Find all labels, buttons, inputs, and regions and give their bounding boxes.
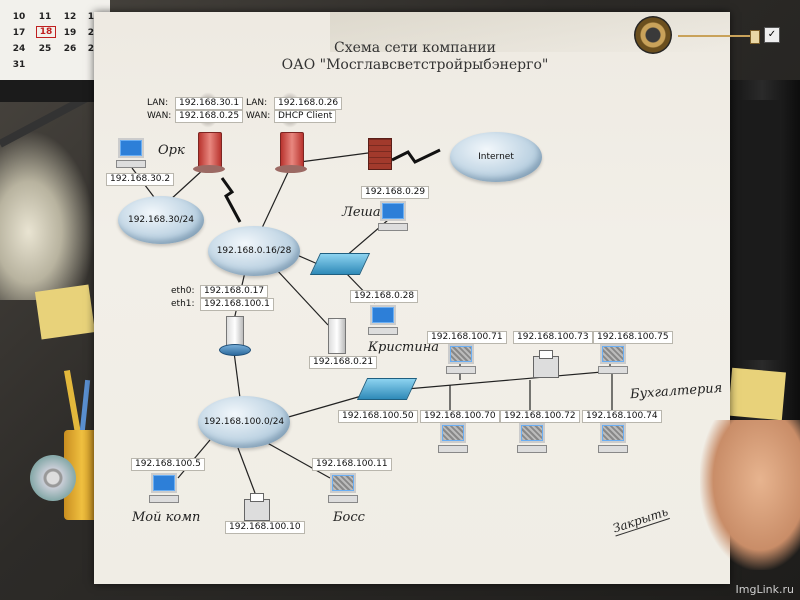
calendar-day[interactable]: 25 xyxy=(38,44,52,54)
diagram-subtitle: ОАО "Мосглавсветстройрыбэнерго" xyxy=(281,57,549,73)
host-ip-server: 192.168.0.21 xyxy=(309,356,378,369)
link-gateway-net100 xyxy=(233,351,241,399)
hand-decor xyxy=(700,420,800,570)
host-name-boss: Босс xyxy=(333,510,365,525)
link-net0-server xyxy=(274,267,329,326)
monitor-screen-decor xyxy=(740,100,780,360)
link-net100-printer xyxy=(237,447,256,494)
cd-disc-decor xyxy=(30,455,76,501)
calendar-day[interactable]: 10 xyxy=(12,12,26,22)
computer-icon[interactable] xyxy=(438,423,468,457)
internet-cloud[interactable]: Internet xyxy=(450,132,542,182)
volume-slider-track[interactable] xyxy=(678,35,760,37)
gateway-left-wan-value: 192.168.0.25 xyxy=(175,110,244,123)
subnet-label: 192.168.0.16/28 xyxy=(216,246,292,256)
host-ip-printer: 192.168.100.10 xyxy=(225,521,305,534)
link-router1-net30 xyxy=(169,167,206,201)
computer-icon[interactable] xyxy=(378,201,408,235)
host-ip-acc-70: 192.168.100.70 xyxy=(420,410,500,423)
calendar-day[interactable]: 31 xyxy=(12,60,26,70)
subnet-cloud-30[interactable]: 192.168.30/24 xyxy=(118,196,204,244)
computer-icon[interactable] xyxy=(368,305,398,339)
checkbox-icon[interactable]: ✓ xyxy=(764,27,780,43)
calendar-day[interactable]: 26 xyxy=(63,44,77,54)
host-ip-my-pc: 192.168.100.5 xyxy=(131,458,205,471)
computer-icon[interactable] xyxy=(149,473,179,507)
subnet-label: 192.168.100.0/24 xyxy=(203,417,285,427)
host-name-my-pc: Мой комп xyxy=(132,510,201,525)
gateway-eth0-key: eth0: xyxy=(171,286,195,296)
host-name-lesha: Леша xyxy=(342,205,381,220)
gateway-right-lan-value: 192.168.0.26 xyxy=(274,97,343,110)
computer-icon[interactable] xyxy=(446,344,476,378)
computer-icon[interactable] xyxy=(116,138,146,172)
router-icon[interactable] xyxy=(275,132,307,173)
host-ip-ork: 192.168.30.2 xyxy=(106,173,175,186)
link-switch-accounting-bus xyxy=(394,369,626,391)
gateway-right-wan-key: WAN: xyxy=(246,111,271,121)
host-ip-lesha: 192.168.0.29 xyxy=(361,186,430,199)
host-ip-acc-71: 192.168.100.71 xyxy=(427,331,507,344)
diagram-title: Схема сети компании xyxy=(334,40,496,56)
link-router2-net0 xyxy=(261,167,291,229)
gateway-left-wan-key: WAN: xyxy=(147,111,172,121)
audio-widget: ✓ xyxy=(634,16,784,56)
calendar-day[interactable]: 19 xyxy=(63,28,77,38)
calendar-day[interactable]: 12 xyxy=(63,12,77,22)
switch-icon[interactable] xyxy=(309,253,371,275)
link-router2-firewall xyxy=(299,152,369,163)
host-name-kristina: Кристина xyxy=(368,340,440,355)
host-ip-acc-72: 192.168.100.72 xyxy=(500,410,580,423)
firewall-icon[interactable] xyxy=(368,138,392,170)
host-ip-acc-74: 192.168.100.74 xyxy=(582,410,662,423)
desk-lamp-decor xyxy=(0,130,95,300)
switch-icon[interactable] xyxy=(356,378,418,400)
host-ip-switch100: 192.168.100.50 xyxy=(338,410,418,423)
host-ip-acc-73: 192.168.100.73 xyxy=(513,331,593,344)
host-ip-boss: 192.168.100.11 xyxy=(312,458,392,471)
gateway-base-icon xyxy=(219,344,251,356)
server-icon[interactable] xyxy=(328,318,346,354)
subnet-label: 192.168.30/24 xyxy=(127,215,194,225)
subnet-cloud-100[interactable]: 192.168.100.0/24 xyxy=(198,396,290,448)
computer-icon[interactable] xyxy=(598,344,628,378)
printer-icon[interactable] xyxy=(533,350,559,378)
gateway-right-wan-value: DHCP Client xyxy=(274,110,337,123)
calendar-day[interactable]: 11 xyxy=(38,12,52,22)
router-lightning-link xyxy=(220,177,242,223)
host-ip-kristina: 192.168.0.28 xyxy=(350,290,419,303)
link-net100-switch xyxy=(284,394,366,419)
speaker-icon[interactable] xyxy=(634,16,672,54)
printer-icon[interactable] xyxy=(244,493,270,521)
router-icon[interactable] xyxy=(193,132,225,173)
calendar-footer-bar xyxy=(0,80,110,102)
calendar-day[interactable]: 17 xyxy=(12,28,26,38)
gateway-eth1-value: 192.168.100.1 xyxy=(200,298,274,311)
internet-label: Internet xyxy=(478,152,514,162)
wan-lightning-link xyxy=(391,148,441,164)
subnet-cloud-0[interactable]: 192.168.0.16/28 xyxy=(208,226,300,276)
gateway-left-lan-key: LAN: xyxy=(147,98,169,108)
gateway-eth0-value: 192.168.0.17 xyxy=(200,285,269,298)
computer-icon[interactable] xyxy=(328,473,358,507)
calendar-day[interactable]: 24 xyxy=(12,44,26,54)
calendar-today[interactable]: 18 xyxy=(36,26,56,38)
computer-icon[interactable] xyxy=(598,423,628,457)
link-net100-boss xyxy=(261,439,331,479)
gateway-eth1-key: eth1: xyxy=(171,299,195,309)
watermark: ImgLink.ru xyxy=(735,583,794,596)
gateway-left-lan-value: 192.168.30.1 xyxy=(175,97,244,110)
volume-slider-handle[interactable] xyxy=(750,30,760,44)
host-ip-acc-75: 192.168.100.75 xyxy=(593,331,673,344)
host-name-ork: Орк xyxy=(158,143,185,158)
gateway-right-lan-key: LAN: xyxy=(246,98,268,108)
computer-icon[interactable] xyxy=(517,423,547,457)
